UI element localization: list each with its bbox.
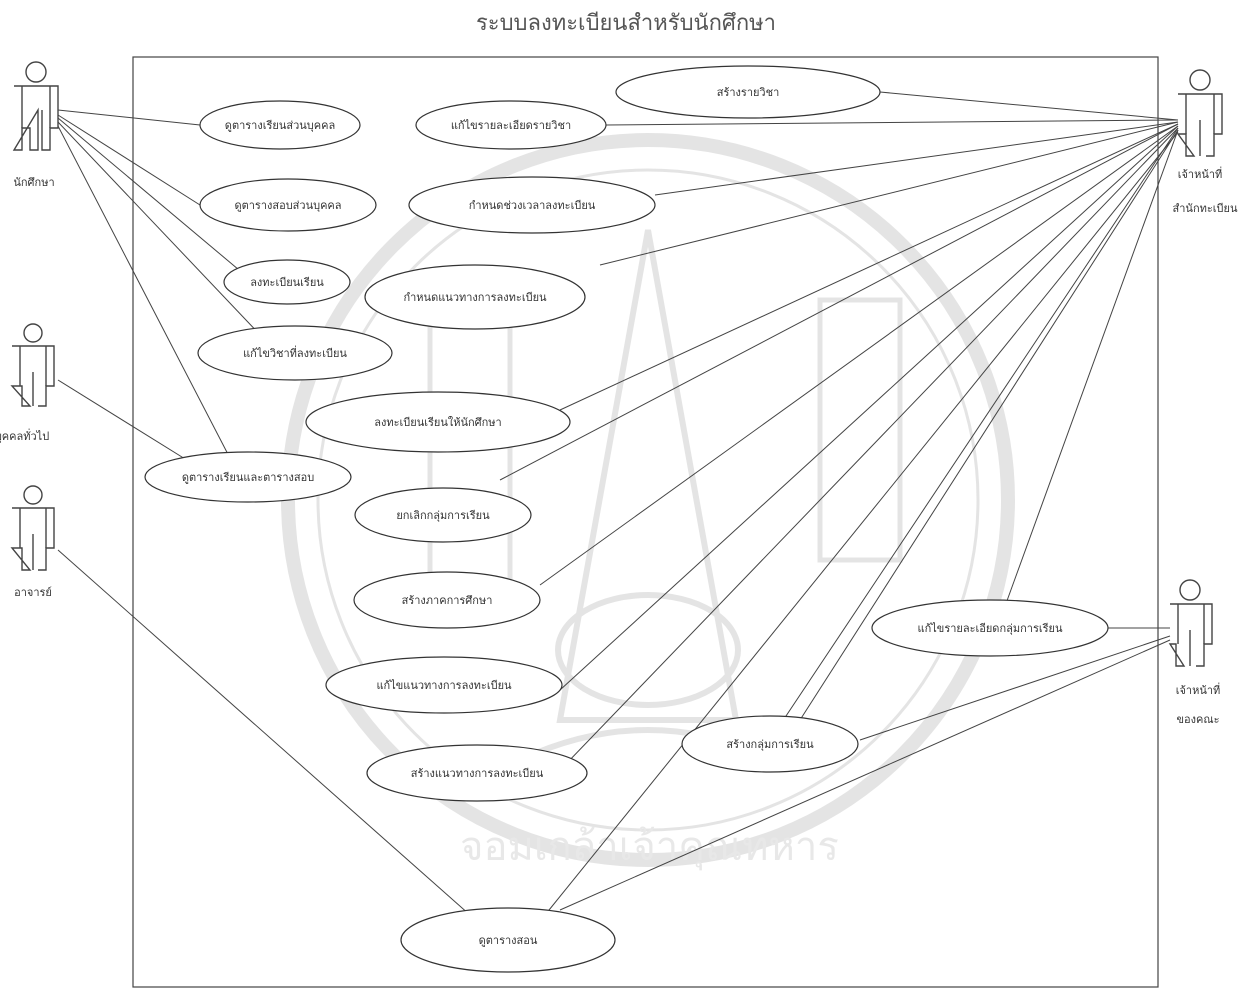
svg-text:แก้ไขแนวทางการลงทะเบียน: แก้ไขแนวทางการลงทะเบียน — [376, 679, 512, 692]
actor-student: นักศึกษา — [12, 61, 59, 189]
svg-text:เจ้าหน้าที่: เจ้าหน้าที่ — [1178, 166, 1223, 181]
use-case-edit-class-group-detail: แก้ไขรายละเอียดกลุ่มการเรียน — [871, 599, 1109, 657]
student-associations — [57, 109, 266, 463]
use-case-set-registration-guideline: กำหนดแนวทางการลงทะเบียน — [364, 264, 586, 330]
use-case-view-personal-exam: ดูตารางสอบส่วนบุคคล — [199, 178, 377, 232]
svg-text:ดูตารางเรียนและตารางสอบ: ดูตารางเรียนและตารางสอบ — [182, 471, 314, 484]
actor-teacher: อาจารย์ — [10, 485, 55, 599]
svg-text:อาจารย์: อาจารย์ — [14, 586, 52, 599]
actor-registrar: เจ้าหน้าที่ สำนักทะเบียน — [1173, 69, 1238, 215]
use-case-set-registration-period: กำหนดช่วงเวลาลงทะเบียน — [408, 176, 656, 234]
svg-text:นักศึกษา: นักศึกษา — [13, 176, 54, 189]
use-case-view-personal-timetable: ดูตารางเรียนส่วนบุคคล — [199, 100, 361, 150]
svg-text:แก้ไขวิชาที่ลงทะเบียน: แก้ไขวิชาที่ลงทะเบียน — [243, 345, 347, 360]
svg-text:ดูตารางเรียนส่วนบุคคล: ดูตารางเรียนส่วนบุคคล — [225, 119, 335, 132]
svg-text:ของคณะ: ของคณะ — [1177, 713, 1220, 726]
svg-text:ดูตารางสอบส่วนบุคคล: ดูตารางสอบส่วนบุคคล — [234, 199, 341, 212]
use-case-create-semester: สร้างภาคการศึกษา — [353, 571, 541, 629]
use-case-view-teaching-schedule: ดูตารางสอน — [400, 907, 616, 973]
use-case-create-course: สร้างรายวิชา — [615, 65, 881, 119]
actor-public: บุคคลทั่วไป — [0, 323, 55, 443]
svg-text:บุคคลทั่วไป: บุคคลทั่วไป — [0, 428, 49, 443]
watermark-seal: จอมเกล้าเจ้าคุณทหาร — [281, 133, 1015, 871]
use-case-register: ลงทะเบียนเรียน — [223, 259, 351, 305]
use-case-register-for-student: ลงทะเบียนเรียนให้นักศึกษา — [305, 391, 571, 453]
diagram-title: ระบบลงทะเบียนสำหรับนักศึกษา — [476, 11, 776, 36]
svg-text:ลงทะเบียนเรียน: ลงทะเบียนเรียน — [250, 276, 324, 289]
svg-text:ดูตารางสอน: ดูตารางสอน — [479, 934, 538, 947]
use-case-create-registration-guideline: สร้างแนวทางการลงทะเบียน — [366, 744, 588, 802]
svg-text:สร้างแนวทางการลงทะเบียน: สร้างแนวทางการลงทะเบียน — [411, 767, 544, 780]
svg-text:แก้ไขรายละเอียดกลุ่มการเรียน: แก้ไขรายละเอียดกลุ่มการเรียน — [918, 622, 1063, 635]
use-case-edit-course-detail: แก้ไขรายละเอียดรายวิชา — [415, 100, 607, 150]
use-case-create-class-group: สร้างกลุ่มการเรียน — [681, 715, 859, 773]
watermark-text: จอมเกล้าเจ้าคุณทหาร — [460, 824, 839, 871]
registrar-associations — [499, 91, 1179, 916]
use-case-edit-registration-guideline: แก้ไขแนวทางการลงทะเบียน — [325, 656, 563, 714]
use-case-cancel-class-group: ยกเลิกกลุ่มการเรียน — [354, 487, 532, 543]
actor-faculty-staff: เจ้าหน้าที่ ของคณะ — [1168, 579, 1221, 726]
svg-text:เจ้าหน้าที่: เจ้าหน้าที่ — [1176, 682, 1221, 697]
svg-text:กำหนดแนวทางการลงทะเบียน: กำหนดแนวทางการลงทะเบียน — [403, 291, 547, 304]
svg-text:ลงทะเบียนเรียนให้นักศึกษา: ลงทะเบียนเรียนให้นักศึกษา — [374, 416, 501, 429]
svg-text:ยกเลิกกลุ่มการเรียน: ยกเลิกกลุ่มการเรียน — [396, 509, 490, 522]
svg-text:สำนักทะเบียน: สำนักทะเบียน — [1173, 202, 1238, 215]
svg-text:แก้ไขรายละเอียดรายวิชา: แก้ไขรายละเอียดรายวิชา — [451, 119, 571, 132]
system-boundary — [132, 56, 1159, 988]
svg-text:สร้างรายวิชา: สร้างรายวิชา — [717, 86, 780, 99]
public-association — [57, 379, 191, 463]
svg-text:สร้างกลุ่มการเรียน: สร้างกลุ่มการเรียน — [726, 738, 814, 751]
svg-text:สร้างภาคการศึกษา: สร้างภาคการศึกษา — [402, 594, 493, 607]
use-case-view-timetable-exam: ดูตารางเรียนและตารางสอบ — [144, 451, 352, 503]
teacher-association — [57, 549, 471, 916]
use-case-edit-registered-course: แก้ไขวิชาที่ลงทะเบียน — [197, 325, 393, 381]
svg-text:กำหนดช่วงเวลาลงทะเบียน: กำหนดช่วงเวลาลงทะเบียน — [469, 199, 596, 212]
